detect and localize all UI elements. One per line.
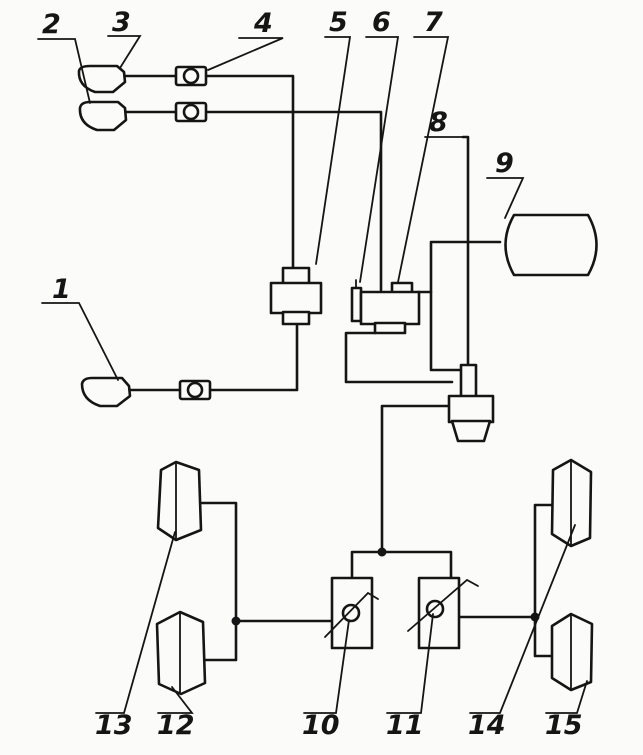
- component-15-chamber: [550, 612, 594, 692]
- junction-dot-left: [231, 616, 241, 626]
- callout-7: 7: [424, 7, 443, 38]
- pipe-7-loop: [344, 331, 454, 384]
- callout-12: 12: [157, 710, 195, 741]
- pipe-2-to-7: [123, 110, 383, 292]
- component-14-chamber: [550, 458, 593, 548]
- pipe-3-to-5: [123, 74, 295, 270]
- callout-2: 2: [42, 9, 61, 40]
- pipelines: [123, 74, 553, 662]
- callout-13: 13: [95, 710, 133, 741]
- component-9-receiver: [504, 213, 598, 277]
- pipe-10-to-left-chambers: [198, 501, 334, 662]
- component-1: [80, 376, 132, 408]
- pipe-11-to-right-chambers: [457, 503, 553, 658]
- callout-14: 14: [468, 710, 506, 741]
- leader-lines: [37, 35, 588, 714]
- pipe-8-to-split: [380, 404, 454, 554]
- component-12-chamber: [155, 610, 207, 696]
- component-1-valve: [178, 379, 212, 401]
- component-7: [359, 281, 421, 335]
- component-5: [269, 266, 323, 326]
- component-4-upper: [174, 65, 208, 87]
- callout-6: 6: [372, 7, 391, 38]
- callout-9: 9: [495, 148, 514, 179]
- callout-5: 5: [329, 7, 348, 38]
- callout-3: 3: [112, 7, 131, 38]
- pipe-1-to-5: [126, 320, 299, 392]
- callout-4: 4: [253, 8, 273, 39]
- component-13-chamber: [156, 460, 203, 542]
- callout-11: 11: [386, 710, 424, 741]
- component-6: [350, 279, 363, 323]
- callout-15: 15: [545, 710, 583, 741]
- component-11-modulator: [407, 576, 479, 650]
- callout-1: 1: [52, 274, 71, 305]
- component-4-lower: [174, 101, 208, 123]
- callout-8: 8: [429, 107, 448, 138]
- pipe-9-to-8: [429, 290, 464, 372]
- component-8: [447, 363, 495, 443]
- callout-labels: 1 2 3 4 5 6 7 8 9 10 11 12 13 14 15: [42, 7, 583, 741]
- component-2: [78, 100, 128, 132]
- junction-dot-split: [377, 547, 387, 557]
- pipe-split: [350, 550, 453, 580]
- pipe-8-upper: [461, 135, 470, 368]
- pipe-7-to-9: [416, 240, 502, 294]
- component-10-modulator: [324, 576, 379, 650]
- callout-10: 10: [302, 710, 340, 741]
